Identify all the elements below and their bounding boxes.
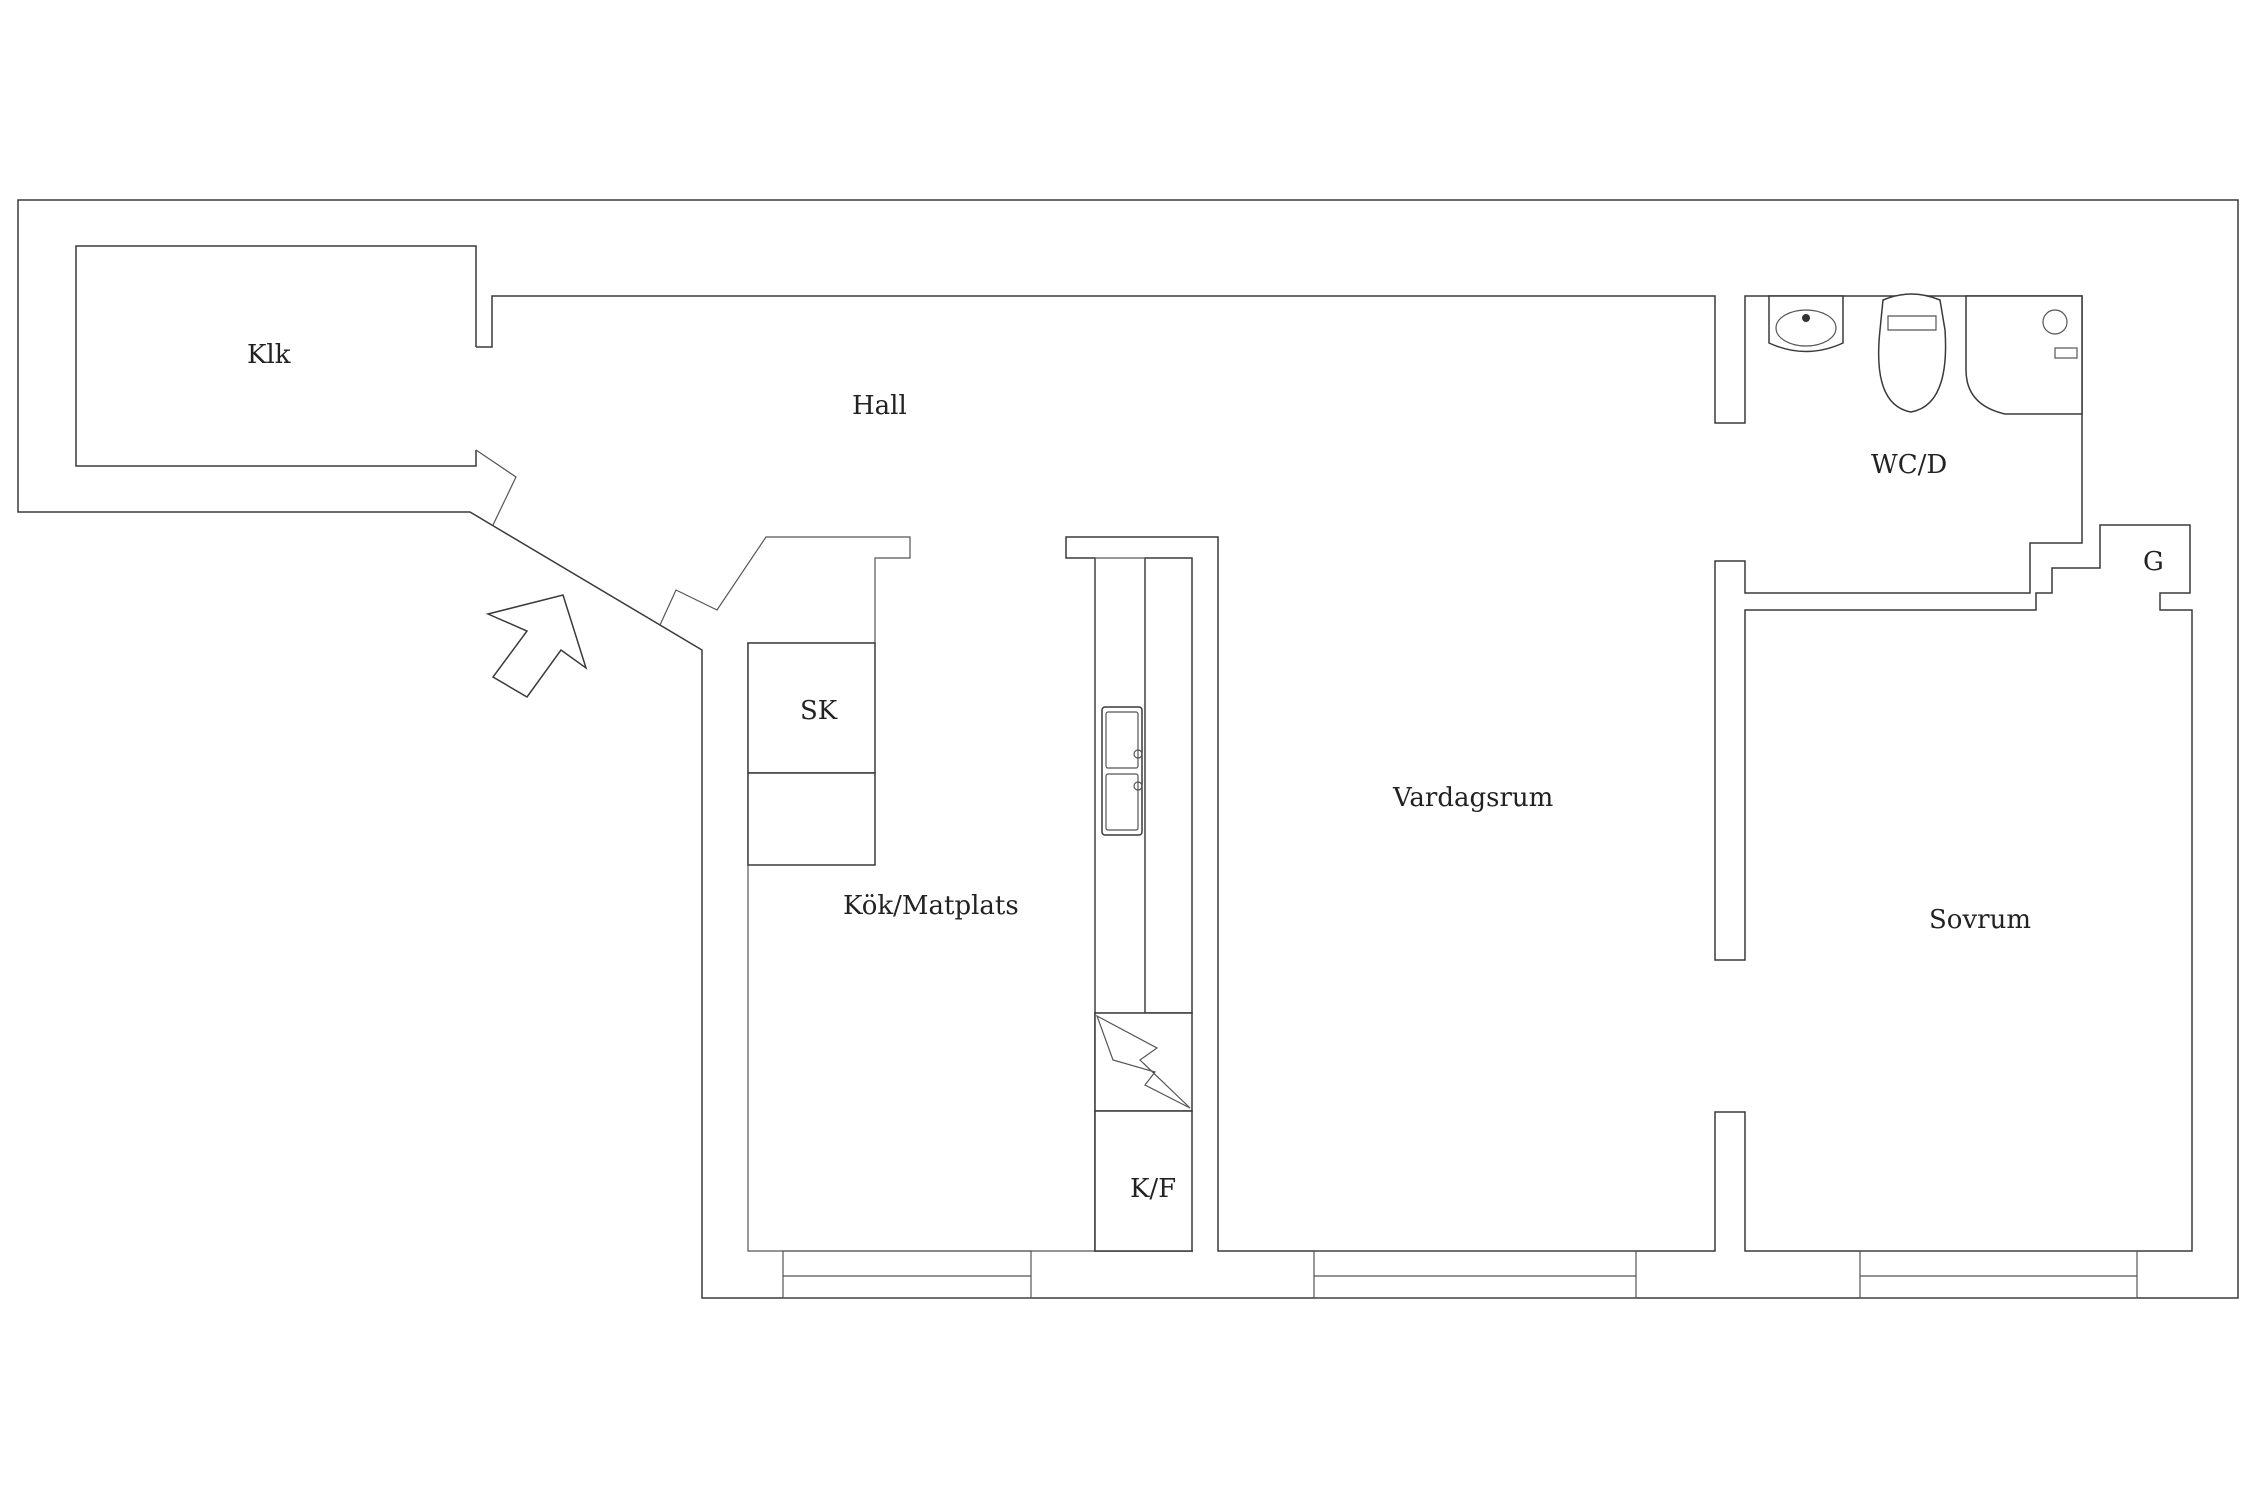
sk-cabinet — [747, 642, 876, 774]
entrance-arrow-icon — [485, 594, 588, 698]
hall-wall — [476, 295, 2193, 1252]
room-label-sovrum: Sovrum — [1929, 905, 2031, 935]
room-label-sk: SK — [800, 696, 838, 726]
shower-mixer — [2054, 347, 2078, 359]
room-label-wcd: WC/D — [1871, 450, 1947, 480]
kf-cabinet — [1094, 1110, 1193, 1252]
sink-basin-1 — [1105, 711, 1139, 769]
sink-icon — [1101, 706, 1143, 836]
room-label-kf: K/F — [1130, 1174, 1176, 1204]
room-label-g: G — [2143, 547, 2164, 577]
sink-drain-2 — [1133, 781, 1143, 791]
kitchen-counter — [1144, 557, 1193, 1014]
shower-head — [2042, 309, 2068, 335]
room-label-kok: Kök/Matplats — [843, 891, 1019, 921]
faucet-icon — [1802, 314, 1810, 322]
electric-icon — [1095, 1014, 1191, 1109]
window-living — [1313, 1250, 1637, 1299]
window-kitchen — [782, 1250, 1032, 1299]
sink-basin-2 — [1105, 773, 1139, 831]
washbasin-bowl — [1775, 309, 1837, 347]
sk-cabinet-lower — [747, 772, 876, 866]
room-label-vardagsrum: Vardagsrum — [1392, 783, 1553, 813]
toilet-tank — [1887, 315, 1937, 331]
outer-wall — [17, 199, 2239, 1299]
window-bedroom — [1859, 1250, 2138, 1299]
shower-icon — [1965, 295, 2083, 415]
washbasin-icon — [1768, 295, 1844, 353]
room-label-hall: Hall — [852, 391, 907, 421]
room-label-klk: Klk — [247, 340, 291, 370]
toilet-icon — [1877, 293, 1947, 413]
klk-door-swing — [475, 449, 517, 526]
sink-drain-1 — [1133, 749, 1143, 759]
klk-wall — [75, 245, 477, 467]
